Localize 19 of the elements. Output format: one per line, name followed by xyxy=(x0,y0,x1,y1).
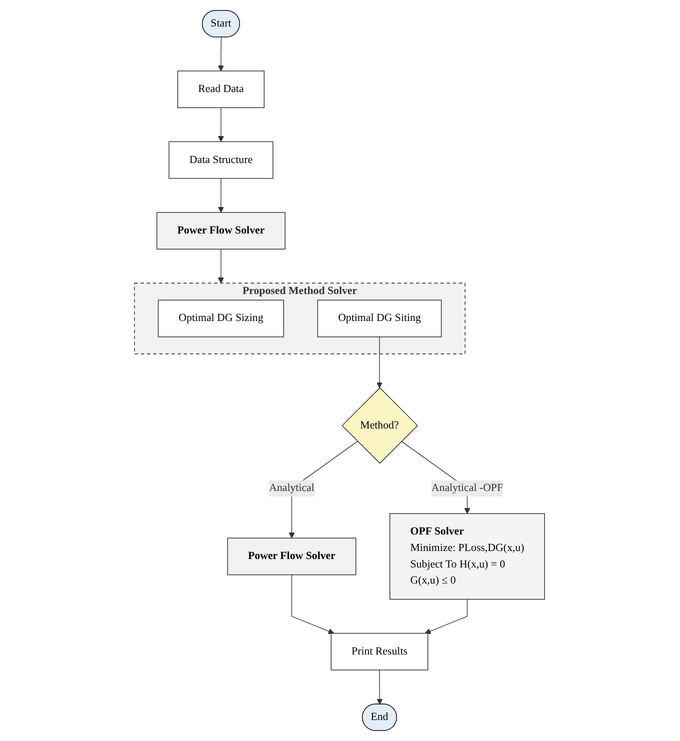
arrow xyxy=(218,107,224,142)
node-box: Power Flow Solver xyxy=(156,212,286,250)
arrow xyxy=(218,178,224,213)
node-box: Data Structure xyxy=(169,141,274,179)
arrow xyxy=(292,574,335,634)
node-box: Optimal DG Sizing xyxy=(158,300,284,338)
node-box: Read Data xyxy=(178,70,265,108)
edge-label: Analytical xyxy=(270,482,315,494)
arrow xyxy=(218,36,224,72)
arrow xyxy=(376,336,383,388)
node-box: Print Results xyxy=(331,632,429,670)
arrow xyxy=(425,598,468,634)
arrow xyxy=(218,248,224,284)
arrow xyxy=(377,670,384,705)
node-box: OPF Solver Minimize: PLoss,DG(x,u) Subject To H(x,u) = 0 G(x,u) ≤ 0 xyxy=(390,513,546,600)
node-diamond: Method? xyxy=(342,387,418,464)
node-box: Power Flow Solver xyxy=(228,538,357,576)
edge-label: Analytical -OPF xyxy=(432,482,504,494)
node-box: Optimal DG Siting xyxy=(318,300,442,338)
